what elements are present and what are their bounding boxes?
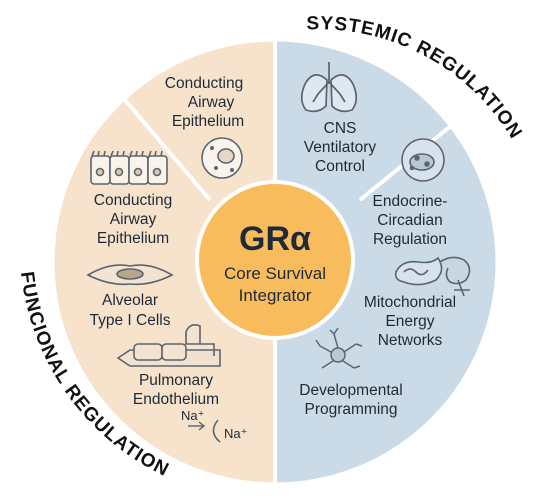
segment-label-line: Epithelium <box>97 230 169 247</box>
segment-label-line: Endothelium <box>133 391 219 408</box>
segment-label-line: Conducting <box>94 192 172 209</box>
ion-label-left: Na⁺ <box>181 408 204 423</box>
round-cell-icon <box>201 137 243 179</box>
columnar-epithelium-icon <box>90 150 168 185</box>
right-segment-endocrine-label: Endocrine- Circadian Regulation <box>373 193 448 248</box>
ion-transport-icon <box>188 419 221 443</box>
segment-label-line: Pulmonary <box>139 372 213 389</box>
segment-label-line: Endocrine- <box>373 193 448 210</box>
lungs-icon <box>300 62 358 113</box>
right-segment-mitochondrial-label: Mitochondrial Energy Networks <box>364 294 456 349</box>
segment-label-line: Developmental <box>299 382 402 399</box>
segment-label-line: Conducting <box>165 75 243 92</box>
center-subtitle-line2: Integrator <box>239 286 312 305</box>
center-title: GRα <box>239 220 311 258</box>
segment-label-line: Epithelium <box>172 113 244 130</box>
right-segment-cns-label: CNS Ventilatory Control <box>304 120 377 175</box>
segment-label-line: Airway <box>110 211 157 228</box>
segment-label-line: Ventilatory <box>304 139 377 156</box>
gland-icon <box>401 138 445 182</box>
segment-label-line: Mitochondrial <box>364 294 456 311</box>
segment-label-line: Circadian <box>377 212 442 229</box>
segment-label-line: Networks <box>378 332 443 349</box>
segment-label-line: Programming <box>304 401 397 418</box>
left-upper-divider <box>123 98 212 202</box>
segment-label-line: Control <box>315 158 365 175</box>
flat-alveolar-cell-icon <box>86 264 174 286</box>
left-segment-top-label: Conducting Airway Epithelium <box>165 75 244 130</box>
right-segment-developmental-label: Developmental Programming <box>299 382 402 418</box>
segment-label-line: Type I Cells <box>90 312 171 329</box>
left-segment-endothelium-label: Pulmonary Endothelium <box>133 372 219 408</box>
endothelial-cells-icon <box>116 324 221 367</box>
center-subtitle-line1: Core Survival <box>224 264 326 283</box>
ion-label-right: Na⁺ <box>224 426 247 441</box>
left-segment-alveolar-label: Alveolar Type I Cells <box>90 292 171 329</box>
segment-label-line: Airway <box>188 94 235 111</box>
segment-label-line: Regulation <box>373 231 447 248</box>
left-segment-airway-label: Conducting Airway Epithelium <box>94 192 172 247</box>
channel-bracket-icon <box>212 419 221 443</box>
center-disc <box>195 180 355 340</box>
neuron-icon <box>315 327 363 369</box>
segment-label-line: Energy <box>385 313 434 330</box>
segment-label-line: Alveolar <box>102 292 158 309</box>
mitochondria-icon <box>394 256 471 297</box>
segment-label-line: CNS <box>324 120 357 137</box>
